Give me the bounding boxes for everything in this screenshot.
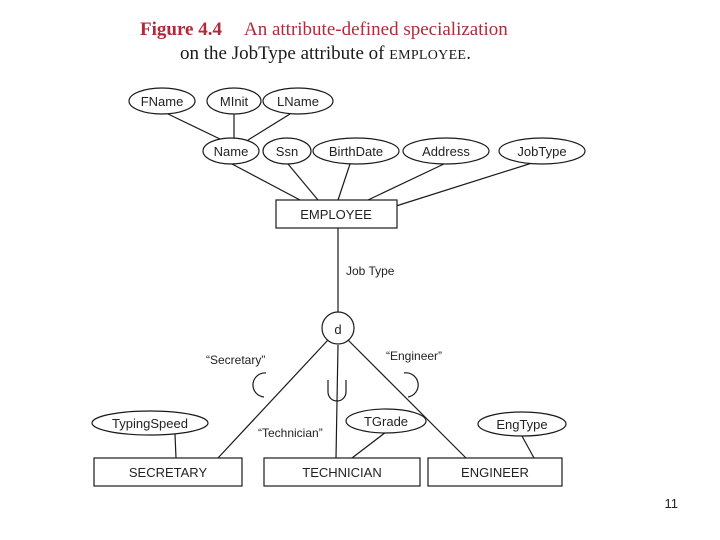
attr-birthdate (312, 137, 400, 165)
entity-secretary-label: SECRETARY (129, 465, 208, 480)
link-ssn-employee (287, 163, 319, 201)
attr-name-label: Name (214, 144, 249, 159)
figure-title-line2-post: . (466, 43, 472, 64)
attr-tgrade (345, 408, 427, 434)
attr-address (402, 137, 490, 165)
attr-minit (206, 87, 262, 115)
condition-engineer-label: “Engineer” (386, 349, 442, 363)
subset-symbol-engineer (403, 372, 419, 398)
figure-subtitle: on the JobType attribute of EMPLOYEE. (180, 42, 471, 68)
attr-typingspeed-label: TypingSpeed (112, 416, 188, 431)
attr-fname-label: FName (141, 94, 184, 109)
defining-attribute-label: Job Type (346, 264, 395, 278)
entity-technician-box (263, 457, 421, 487)
entity-engineer-box (427, 457, 563, 487)
link-birthdate-employee (337, 163, 351, 201)
attr-lname-label: LName (277, 94, 319, 109)
attr-fname (128, 87, 196, 115)
link-lname-name (247, 113, 291, 141)
attr-ssn-label: Ssn (276, 144, 298, 159)
figure-title: Figure 4.4 An attribute-defined specializ… (140, 18, 508, 42)
link-name-employee (231, 163, 301, 201)
condition-secretary-label: “Secretary” (206, 353, 265, 367)
figure-title-entity: EMPLOYEE (389, 48, 467, 63)
attr-engtype-label: EngType (496, 417, 547, 432)
figure-title-line1: An attribute-defined specialization (243, 19, 508, 40)
attr-jobtype-label: JobType (517, 144, 566, 159)
subset-symbol-secretary (252, 372, 267, 398)
link-fname-name (167, 113, 223, 141)
link-d-engineer (347, 339, 467, 459)
link-d-secretary (217, 339, 329, 459)
entity-labels: EMPLOYEE SECRETARY TECHNICIAN ENGINEER (129, 207, 529, 480)
disjoint-circle (321, 311, 355, 345)
attr-lname (262, 87, 334, 115)
entity-secretary-box (93, 457, 243, 487)
attribute-labels: FName MInit LName Name Ssn BirthDate Add… (112, 94, 567, 432)
subset-symbol-technician (327, 380, 347, 402)
link-engtype-engineer (521, 435, 535, 459)
connectors (167, 113, 535, 459)
attr-name (202, 137, 260, 165)
attr-tgrade-label: TGrade (364, 414, 408, 429)
link-tgrade-technician (351, 431, 387, 459)
entity-engineer-label: ENGINEER (461, 465, 529, 480)
link-address-employee (367, 162, 447, 201)
attr-birthdate-label: BirthDate (329, 144, 383, 159)
disjoint-constraint-label: d (334, 322, 341, 337)
attr-engtype (477, 411, 567, 437)
attr-address-label: Address (422, 144, 470, 159)
page-number: 11 (664, 496, 679, 511)
attr-minit-label: MInit (220, 94, 249, 109)
figure-title-line2-pre: on the JobType attribute of (180, 43, 390, 64)
condition-technician-label: “Technician” (258, 426, 323, 440)
entity-boxes (93, 199, 563, 487)
link-typingspeed-secretary (174, 433, 177, 459)
figure-number: Figure 4.4 (140, 19, 222, 40)
entity-employee-label: EMPLOYEE (300, 207, 372, 222)
attribute-ovals (91, 87, 586, 437)
entity-technician-label: TECHNICIAN (302, 465, 381, 480)
attr-jobtype (498, 137, 586, 165)
entity-employee-box (275, 199, 398, 229)
attr-ssn (262, 137, 312, 165)
attr-typingspeed (91, 410, 209, 436)
link-jobtype-employee (395, 162, 533, 207)
